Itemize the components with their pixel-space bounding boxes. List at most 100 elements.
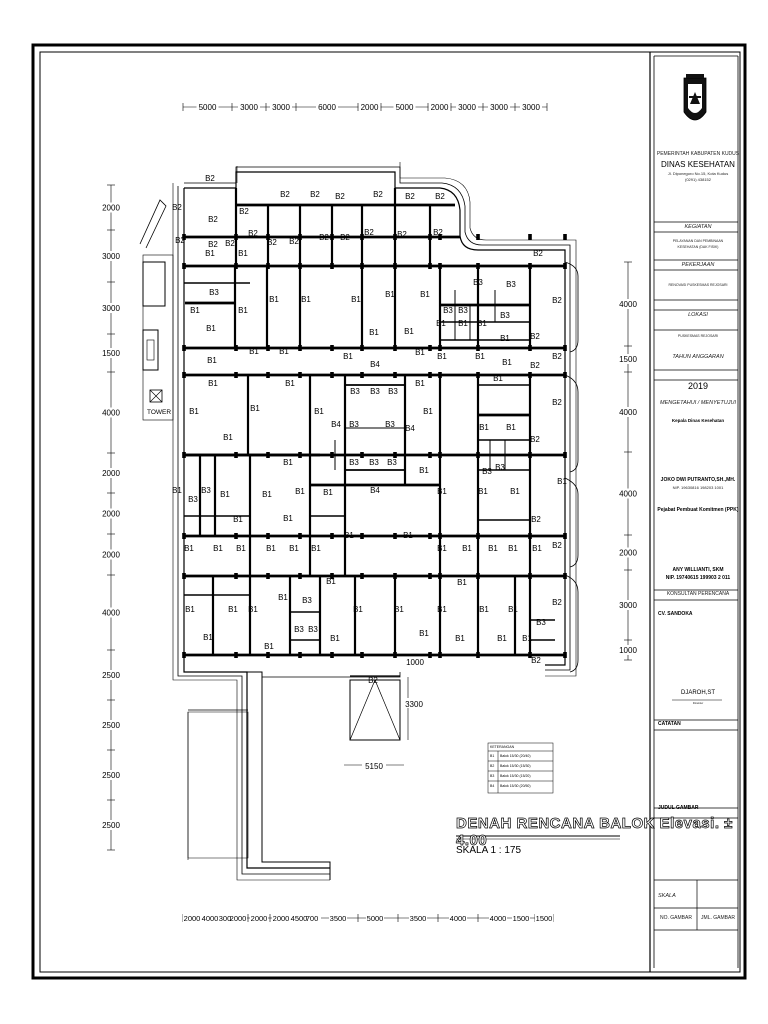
- dimension-label: 300: [219, 914, 232, 923]
- tahun-label: TAHUN ANGGARAN: [672, 354, 724, 360]
- beam-label-b2: B2: [225, 239, 235, 248]
- beam-label-b2: B2: [239, 207, 249, 216]
- beam-label-b1: B1: [436, 319, 446, 328]
- pekerjaan-label: PEKERJAAN: [681, 262, 715, 268]
- beam-label-b4: B4: [405, 424, 415, 433]
- beam-label-b1: B1: [506, 423, 516, 432]
- beam-label-b1: B1: [189, 407, 199, 416]
- column: [234, 372, 238, 378]
- beam-label-b2: B2: [289, 237, 299, 246]
- consultant-label: KONSULTAN PERENCANA: [666, 591, 730, 597]
- beam-label-b1: B1: [190, 306, 200, 315]
- kegiatan-value: KESEHATAN (DAK FISIK): [677, 245, 719, 249]
- beam-label-b1: B1: [404, 327, 414, 336]
- column: [438, 345, 442, 351]
- beam-label-b1: B1: [172, 486, 182, 495]
- dimension-label: 2000: [273, 914, 290, 923]
- dimension-label: 2000: [230, 914, 247, 923]
- legend-desc: Balok 15/30 (15/30): [500, 764, 531, 768]
- column: [438, 652, 442, 658]
- beam-label-b1: B1: [249, 347, 259, 356]
- column: [182, 452, 186, 458]
- beam-label-b1: B1: [502, 358, 512, 367]
- dimension-label: 4500: [291, 914, 308, 923]
- pekerjaan-value: RENOVASI PUSKESMAS REJOSARI: [668, 283, 728, 287]
- column: [528, 234, 532, 240]
- column: [266, 533, 270, 539]
- dimension-label: 4000: [490, 914, 507, 923]
- column: [234, 452, 238, 458]
- beam-label-b2: B2: [531, 656, 541, 665]
- tahun-value: 2019: [687, 381, 709, 391]
- director-title: Direktur: [692, 701, 704, 705]
- column: [563, 652, 567, 658]
- column: [182, 234, 186, 240]
- dimension-label: 4000: [102, 409, 120, 418]
- consultant-name: CV. SANDOKA: [658, 611, 693, 617]
- beam-label-b1: B1: [301, 295, 311, 304]
- column: [330, 345, 334, 351]
- dimension-label: 2000: [251, 914, 268, 923]
- column: [428, 345, 432, 351]
- dimension-label: 3000: [102, 252, 120, 261]
- beam-label-b1: B1: [206, 324, 216, 333]
- legend-desc: Balok 15/30 (15/20): [500, 774, 531, 778]
- kegiatan-label: KEGIATAN: [684, 224, 712, 230]
- column: [428, 372, 432, 378]
- beam-label-b1: B1: [283, 514, 293, 523]
- beam-label-b1: B1: [343, 352, 353, 361]
- beam-label-b1: B1: [458, 319, 468, 328]
- beam-label-b1: B1: [203, 633, 213, 642]
- column: [234, 234, 238, 240]
- beam-label-b2: B2: [530, 332, 540, 341]
- column: [360, 372, 364, 378]
- columns: [182, 234, 567, 658]
- column: [330, 652, 334, 658]
- beam-label-b2: B2: [531, 515, 541, 524]
- column: [393, 652, 397, 658]
- beam-label-b2: B2: [248, 229, 258, 238]
- head-title: Kepala Dinas Kesehatan: [671, 418, 725, 423]
- column: [360, 234, 364, 240]
- beam-label-b2: B2: [172, 203, 182, 212]
- column: [476, 652, 480, 658]
- beam-label-b1: B1: [295, 487, 305, 496]
- dimension-label: 3000: [619, 601, 637, 610]
- column: [298, 573, 302, 579]
- column: [438, 573, 442, 579]
- column: [234, 652, 238, 658]
- column: [528, 573, 532, 579]
- column: [266, 263, 270, 269]
- column: [438, 263, 442, 269]
- column: [182, 345, 186, 351]
- no-gambar-label: NO. GAMBAR: [660, 915, 692, 921]
- ppk-nip: NIP. 19740615 199903 2 011: [665, 575, 731, 581]
- beam-label-b3: B3: [482, 467, 492, 476]
- column: [476, 573, 480, 579]
- dimension-label: 4000: [619, 490, 637, 499]
- beam-label-b1: B1: [510, 487, 520, 496]
- beam-label-b2: B2: [319, 233, 329, 242]
- sheet-inner-border: [39, 51, 741, 973]
- beam-label-b2: B2: [280, 190, 290, 199]
- dimension-label: 3500: [330, 914, 347, 923]
- column: [330, 234, 334, 240]
- agency-name: PEMERINTAH KABUPATEN KUDUS: [656, 151, 740, 157]
- beam-label-b2: B2: [205, 174, 215, 183]
- beam-label-b1: B1: [462, 544, 472, 553]
- dimension-label: 4000: [619, 408, 637, 417]
- beam-label-b2: B2: [364, 228, 374, 237]
- column: [266, 372, 270, 378]
- beam-label-b2: B2: [405, 192, 415, 201]
- address: Jl. Diponegoro No.15, Kota Kudus: [667, 171, 729, 176]
- column: [234, 573, 238, 579]
- column: [330, 263, 334, 269]
- beam-label-b1: B1: [522, 634, 532, 643]
- beam-label-b1: B1: [330, 634, 340, 643]
- beam-label-b1: B1: [455, 634, 465, 643]
- column: [428, 452, 432, 458]
- column: [330, 573, 334, 579]
- beam-label-b3: B3: [506, 280, 516, 289]
- beam-label-b1: B1: [437, 487, 447, 496]
- floor-plan: [139, 162, 579, 881]
